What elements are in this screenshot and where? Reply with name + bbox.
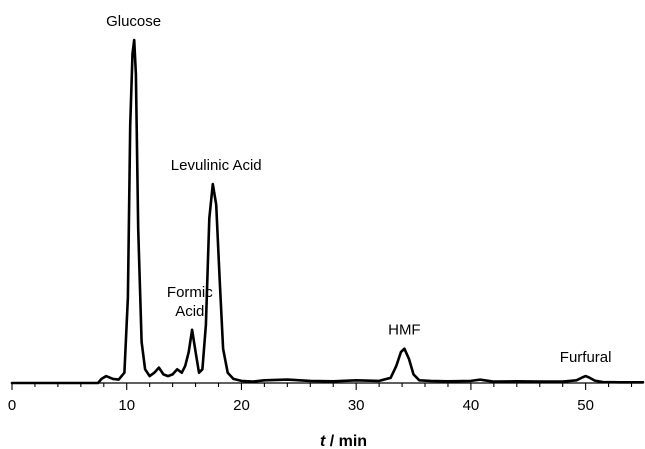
x-tick-label: 40	[463, 397, 480, 414]
peak-label-line: Furfural	[560, 349, 612, 366]
chromatogram-trace-0	[10, 38, 645, 385]
peak-label: Levulinic Acid	[171, 157, 262, 174]
x-tick-label: 50	[577, 397, 594, 414]
x-tick-label: 10	[118, 397, 135, 414]
peak-label: Glucose	[106, 13, 161, 30]
x-axis-title: t / min	[320, 433, 367, 449]
peak-label: Furfural	[560, 349, 612, 366]
x-tick-label: 20	[233, 397, 250, 414]
x-tick-label: 30	[348, 397, 365, 414]
peak-label-line: Acid	[175, 303, 204, 320]
x-tick-label: 0	[8, 397, 16, 414]
x-axis: 0 10 20 30 40 50	[8, 382, 643, 414]
peak-label-line: HMF	[388, 322, 421, 339]
x-axis-unit: / min	[325, 433, 367, 449]
x-axis-variable: t	[320, 433, 326, 449]
peak-label-line: Formic	[167, 284, 213, 301]
plot-area	[10, 38, 645, 385]
peak-label-line: Levulinic Acid	[171, 157, 262, 174]
peak-label-line: Glucose	[106, 13, 161, 30]
peak-label: HMF	[388, 322, 421, 339]
